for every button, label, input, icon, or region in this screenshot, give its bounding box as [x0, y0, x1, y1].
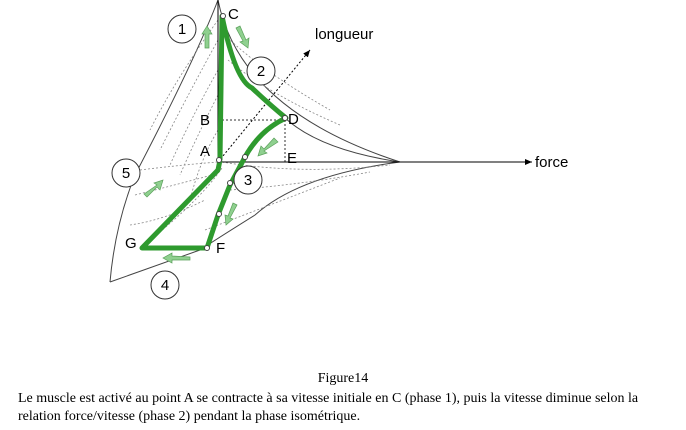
phase-label-1: 1	[178, 21, 186, 38]
point-markers	[204, 13, 288, 251]
arrow-phase-4	[162, 252, 191, 264]
surface-mesh	[129, 19, 391, 241]
construction-lines	[218, 119, 286, 162]
point-label-e: E	[287, 150, 297, 167]
phase-label-3: 3	[244, 172, 252, 189]
direction-arrows	[143, 25, 279, 264]
phase-label-5: 5	[122, 165, 130, 182]
muscle-cycle-diagram: 1 2 3 4 5 C B A D E F G longueur force	[109, 0, 568, 300]
phase-circle-2	[246, 56, 276, 86]
point-marker-mid	[216, 211, 222, 217]
point-label-a: A	[200, 143, 210, 160]
figure-caption: Le muscle est activé au point A se contr…	[18, 391, 639, 424]
point-label-c: C	[228, 6, 239, 23]
axis-label-force: force	[535, 154, 568, 171]
point-label-g: G	[125, 235, 137, 252]
axis-label-length: longueur	[315, 26, 373, 43]
figure-title: Figure14	[317, 371, 369, 386]
phase-circles	[111, 14, 276, 300]
point-label-b: B	[200, 112, 210, 129]
phase-circle-1	[167, 14, 197, 44]
cycle-path	[139, 13, 289, 251]
length-axis	[217, 49, 311, 163]
arrow-phase-1	[201, 25, 213, 49]
phase-label-2: 2	[257, 63, 265, 80]
point-marker-a	[216, 157, 222, 163]
point-marker-d	[282, 115, 288, 121]
phase-circle-4	[150, 270, 180, 300]
phase-label-4: 4	[161, 277, 169, 294]
arrow-phase-2-top	[235, 25, 250, 49]
point-marker-c	[220, 13, 226, 19]
point-label-f: F	[216, 240, 225, 257]
point-label-d: D	[288, 111, 299, 128]
arrow-phase-2-mid	[257, 137, 279, 157]
point-marker-3	[227, 180, 233, 186]
point-marker-e	[242, 154, 248, 160]
phase-circle-3	[233, 165, 263, 195]
phase-circle-5	[111, 158, 141, 188]
arrow-phase-5	[143, 179, 164, 198]
point-marker-f	[204, 245, 210, 251]
arrow-phase-3	[224, 202, 238, 226]
